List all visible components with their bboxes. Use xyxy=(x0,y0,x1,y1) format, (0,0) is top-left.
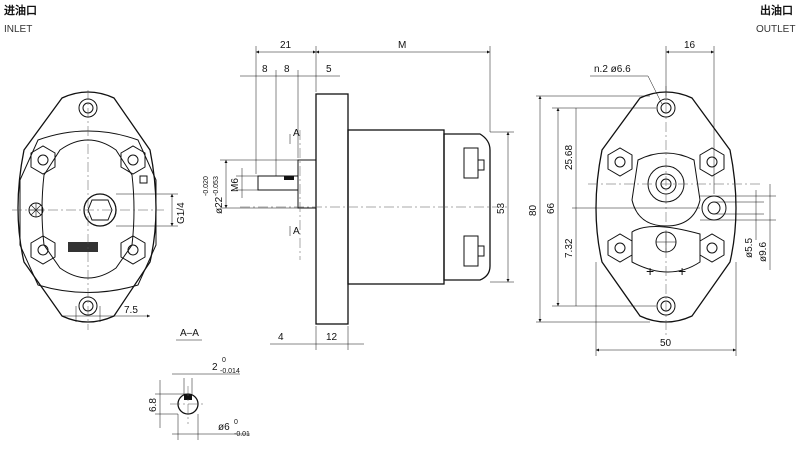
tol6-up: 0 xyxy=(234,419,238,426)
dim-6-8: 6.8 xyxy=(148,398,159,412)
outlet-label-en: OUTLET xyxy=(756,24,796,35)
dim-key-width: 2 xyxy=(212,362,218,373)
dim-8a: 8 xyxy=(262,64,268,75)
hex-bolt-r-br xyxy=(699,233,725,263)
dim-thread-m6: M6 xyxy=(230,178,241,192)
dim-66: 66 xyxy=(546,202,557,214)
side-view: A A 21 M 8 8 5 4 12 53 ø22 -0.020 -0.053 xyxy=(203,40,514,350)
outlet-label-cn: 出油口 xyxy=(760,5,793,17)
dim-5: 5 xyxy=(326,64,332,75)
dim-5-5: ø5.5 xyxy=(744,238,755,258)
dim-m: M xyxy=(398,40,406,51)
cut-marker-top: A xyxy=(293,128,300,139)
nameplate-icon xyxy=(68,242,98,252)
plus-mark-right: + xyxy=(678,263,686,279)
mounting-flange xyxy=(315,93,349,325)
section-title: A–A xyxy=(180,328,199,339)
dim-port-thread: G1/4 xyxy=(176,202,187,224)
dim-80: 80 xyxy=(528,204,539,216)
inlet-face-view: G1/4 7.5 xyxy=(12,90,187,330)
dim-4: 4 xyxy=(278,332,284,343)
dim-7-32: 7.32 xyxy=(564,238,575,258)
hex-bolt-bl xyxy=(30,235,56,265)
hex-bolt-r-tl xyxy=(607,147,633,177)
tol6-down: -0.01 xyxy=(234,431,250,438)
dim-shaft-6: ø6 xyxy=(218,422,230,433)
cut-marker-bottom: A xyxy=(293,226,300,237)
hex-bolt-r-bl xyxy=(607,233,633,263)
dim-21: 21 xyxy=(280,40,292,51)
tol-shaft-up: -0.020 xyxy=(203,176,210,196)
hex-bolt-br xyxy=(120,235,146,265)
hex-bolt-r-tr xyxy=(699,147,725,177)
rear-cover xyxy=(443,133,491,281)
hex-bolt-tr xyxy=(120,145,146,175)
inlet-label-cn: 进油口 xyxy=(4,5,37,17)
hex-bolt-tl xyxy=(30,145,56,175)
dim-12: 12 xyxy=(326,332,338,343)
inlet-label-en: INLET xyxy=(4,24,33,35)
tol-shaft-down: -0.053 xyxy=(213,176,220,196)
tol-key-up: 0 xyxy=(222,357,226,364)
plus-mark-left: + xyxy=(646,263,654,279)
section-a-a: A–A 2 0 -0.014 6.8 ø6 0 -0.01 xyxy=(148,328,250,440)
tol-key-down: -0.014 xyxy=(220,368,240,375)
dim-shaft-dia: ø22 xyxy=(214,196,225,214)
outlet-port xyxy=(701,195,727,221)
dim-9-6: ø9.6 xyxy=(758,242,769,262)
dim-7-5: 7.5 xyxy=(124,305,138,316)
dim-holes: n.2 ø6.6 xyxy=(594,64,631,75)
dim-16: 16 xyxy=(684,40,696,51)
outlet-face-view: + + 16 n.2 ø6.6 80 66 25.68 7.32 ø5.5 xyxy=(528,40,776,356)
dim-50: 50 xyxy=(660,338,672,349)
dim-8b: 8 xyxy=(284,64,290,75)
drive-shaft xyxy=(257,175,299,191)
dim-53: 53 xyxy=(496,202,507,214)
dim-25-68: 25.68 xyxy=(564,145,575,170)
